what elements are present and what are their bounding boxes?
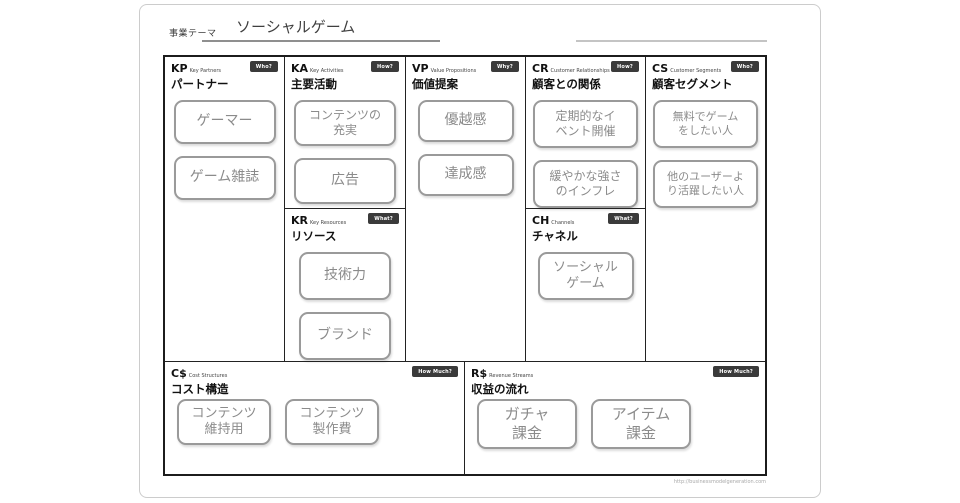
sticky-note: 無料でゲーム をしたい人 [653, 100, 758, 148]
section-code: CR [532, 62, 549, 75]
sticky-note: 他のユーザーよ り活躍したい人 [653, 160, 758, 208]
section-code: VP [412, 62, 429, 75]
section-code: KA [291, 62, 309, 75]
sticky-note: ソーシャル ゲーム [537, 252, 634, 300]
notes-row: ガチャ 課金 アイテム 課金 [465, 399, 765, 449]
section-title: 収益の流れ [471, 382, 529, 396]
who-badge: Who? [730, 61, 759, 72]
sticky-note: ゲーマー [173, 100, 276, 144]
section-subtitle: Revenue Streams [489, 373, 534, 379]
section-title: 主要活動 [291, 77, 337, 91]
notes-column: 定期的なイ ベント開催 緩やかな強さ のインフレ [526, 100, 645, 208]
section-cost-structure: C$Cost Structures コスト構造 How Much? コンテンツ … [165, 361, 465, 474]
notes-row: コンテンツ 維持用 コンテンツ 製作費 [165, 399, 464, 445]
section-title: チャネル [532, 229, 578, 243]
sticky-note: ゲーム雑誌 [173, 156, 276, 200]
who-badge: Who? [249, 61, 278, 72]
notes-column: コンテンツの 充実 広告 [285, 100, 405, 204]
section-title: 顧客セグメント [652, 77, 733, 91]
section-code: CS [652, 62, 669, 75]
how-badge: How? [611, 61, 639, 72]
sticky-note: コンテンツの 充実 [294, 100, 396, 146]
section-header: R$Revenue Streams 収益の流れ How Much? [465, 362, 765, 396]
section-title: 顧客との関係 [532, 77, 601, 91]
section-title: パートナー [171, 77, 229, 91]
section-title: 価値提案 [412, 77, 458, 91]
business-theme-label: 事業テーマ [169, 29, 217, 39]
section-subtitle: Channels [551, 220, 575, 226]
section-subtitle: Customer Segments [670, 68, 722, 74]
sticky-note: 優越感 [417, 100, 514, 142]
section-code: R$ [471, 367, 488, 380]
section-code: KR [291, 214, 308, 227]
section-subtitle: Customer Relationships [550, 68, 610, 74]
section-subtitle: Cost Structures [188, 373, 228, 379]
section-title: リソース [291, 229, 337, 243]
sticky-note: ブランド [299, 312, 391, 360]
what-badge: What? [608, 213, 639, 224]
how-much-badge: How Much? [412, 366, 458, 377]
sticky-note: ガチャ 課金 [477, 399, 577, 449]
business-theme-value: ソーシャルゲーム [236, 18, 356, 36]
what-badge: What? [368, 213, 399, 224]
how-badge: How? [371, 61, 399, 72]
section-header: C$Cost Structures コスト構造 How Much? [165, 362, 464, 396]
how-much-badge: How Much? [713, 366, 759, 377]
notes-column: 優越感 達成感 [406, 100, 525, 196]
notes-column: 技術力 ブランド [285, 252, 405, 360]
sticky-note: 技術力 [299, 252, 391, 300]
section-subtitle: Value Propositions [430, 68, 477, 74]
sticky-note: コンテンツ 維持用 [177, 399, 271, 445]
section-subtitle: Key Activities [310, 68, 344, 74]
section-code: CH [532, 214, 550, 227]
sticky-note: コンテンツ 製作費 [285, 399, 379, 445]
source-url: http://businessmodelgeneration.com [673, 479, 766, 485]
notes-column: ゲーマー ゲーム雑誌 [165, 100, 284, 200]
section-title: コスト構造 [171, 382, 229, 396]
sticky-note: 緩やかな強さ のインフレ [533, 160, 638, 208]
notes-column: 無料でゲーム をしたい人 他のユーザーよ り活躍したい人 [646, 100, 765, 208]
sticky-note: 定期的なイ ベント開催 [533, 100, 638, 148]
sticky-note: アイテム 課金 [591, 399, 691, 449]
section-code: KP [171, 62, 188, 75]
theme-underline [202, 40, 440, 42]
section-subtitle: Key Partners [189, 68, 222, 74]
sticky-note: 広告 [294, 158, 396, 204]
sticky-note: 達成感 [417, 154, 514, 196]
notes-column: ソーシャル ゲーム [526, 252, 645, 300]
why-badge: Why? [490, 61, 519, 72]
section-code: C$ [171, 367, 187, 380]
section-revenue-streams: R$Revenue Streams 収益の流れ How Much? ガチャ 課金… [465, 361, 765, 474]
section-subtitle: Key Resources [310, 220, 347, 226]
theme-underline-right [576, 40, 767, 42]
